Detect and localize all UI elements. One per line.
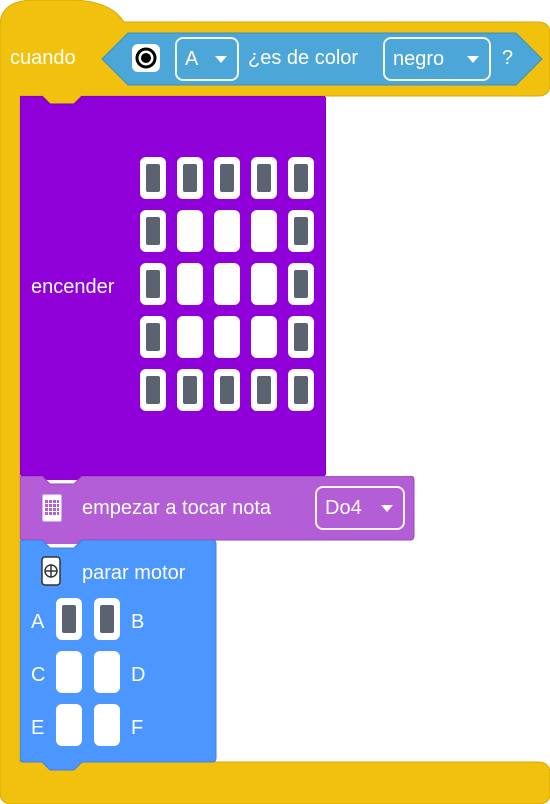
matrix-pixel[interactable]: [251, 263, 277, 305]
port-dropdown-value: A: [185, 47, 199, 70]
matrix-pixel[interactable]: [251, 157, 277, 199]
color-dropdown-value: negro: [393, 47, 445, 70]
matrix-pixel[interactable]: [214, 157, 240, 199]
matrix-pixel[interactable]: [177, 316, 203, 358]
light-matrix-block[interactable]: [20, 96, 326, 480]
motor-icon: [40, 556, 62, 586]
when-label: cuando: [10, 47, 76, 69]
matrix-pixel[interactable]: [177, 263, 203, 305]
note-label: empezar a tocar nota: [82, 497, 271, 519]
port-toggle-d[interactable]: [94, 651, 120, 693]
port-label: A: [31, 611, 45, 633]
question-label: ¿es de color: [248, 47, 359, 69]
port-label: E: [31, 717, 45, 739]
matrix-pixel[interactable]: [177, 369, 203, 411]
chevron-down-icon: [467, 56, 479, 63]
question-mark: ?: [502, 47, 514, 69]
matrix-pixel[interactable]: [177, 157, 203, 199]
matrix-pixel[interactable]: [288, 157, 314, 199]
matrix-pixel[interactable]: [177, 210, 203, 252]
color-dropdown[interactable]: negro: [383, 37, 491, 81]
chevron-down-icon: [381, 505, 393, 512]
color-sensor-icon: [132, 44, 160, 72]
matrix-pixel[interactable]: [214, 263, 240, 305]
matrix-pixel[interactable]: [214, 316, 240, 358]
matrix-pixel[interactable]: [214, 369, 240, 411]
matrix-pixel[interactable]: [140, 210, 166, 252]
note-dropdown-value: Do4: [325, 496, 362, 519]
chevron-down-icon: [215, 56, 227, 63]
port-label: B: [131, 611, 145, 633]
matrix-pixel[interactable]: [140, 157, 166, 199]
matrix-pixel[interactable]: [288, 369, 314, 411]
matrix-label: encender: [31, 276, 115, 298]
port-label: D: [131, 664, 146, 686]
motor-label: parar motor: [82, 562, 186, 584]
port-dropdown[interactable]: A: [175, 37, 239, 81]
matrix-pixel[interactable]: [251, 316, 277, 358]
motor-port-selector[interactable]: A B C D E F: [20, 598, 210, 758]
matrix-pixel[interactable]: [140, 369, 166, 411]
matrix-pixel[interactable]: [288, 263, 314, 305]
port-label: C: [31, 664, 46, 686]
matrix-pixel[interactable]: [251, 210, 277, 252]
port-toggle-b[interactable]: [94, 598, 120, 640]
note-dropdown[interactable]: Do4: [315, 486, 405, 530]
port-label: F: [131, 717, 144, 739]
matrix-pixel[interactable]: [140, 263, 166, 305]
matrix-pixel[interactable]: [251, 369, 277, 411]
matrix-pixel[interactable]: [288, 210, 314, 252]
port-toggle-f[interactable]: [94, 704, 120, 746]
port-toggle-c[interactable]: [56, 651, 82, 693]
matrix-pixel[interactable]: [288, 316, 314, 358]
light-matrix-grid[interactable]: [140, 157, 320, 417]
matrix-pixel[interactable]: [214, 210, 240, 252]
port-toggle-a[interactable]: [56, 598, 82, 640]
port-toggle-e[interactable]: [56, 704, 82, 746]
hub-speaker-icon: [40, 492, 64, 524]
matrix-pixel[interactable]: [140, 316, 166, 358]
